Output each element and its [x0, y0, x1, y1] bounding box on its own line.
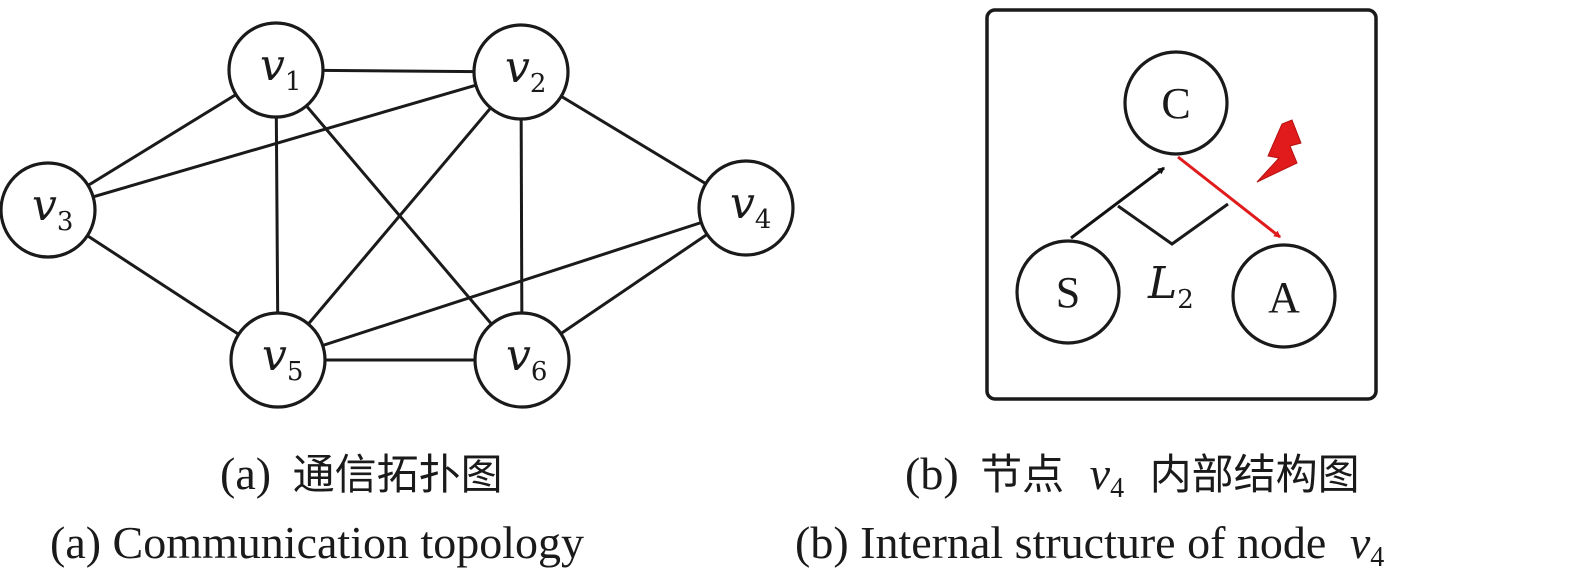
- caption-a-cn: (a) 通信拓扑图: [220, 448, 503, 499]
- edge-v4-v5: [277, 206, 747, 362]
- arrow-s-to-c: [1070, 166, 1165, 240]
- caption-b-cn-prefix: (b): [905, 448, 959, 499]
- node-v5-letter: v: [262, 330, 287, 381]
- caption-b-cn: (b) 节点 v4 内部结构图: [905, 448, 1360, 507]
- caption-b-en-node-sub: 4: [1370, 542, 1384, 573]
- node-v4-letter: v: [730, 178, 755, 229]
- node-a-label: A: [1268, 273, 1300, 322]
- caption-b-en: (b) Internal structure of node v4: [795, 517, 1384, 573]
- caption-a-en: (a) Communication topology: [50, 517, 584, 568]
- node-v5-label: v5: [262, 330, 303, 387]
- node-v1-circle: [227, 21, 325, 119]
- caption-b-cn-node-sub: 4: [1110, 473, 1124, 504]
- caption-b-en-node-letter: v: [1350, 517, 1371, 568]
- node-v3: v3: [0, 161, 97, 259]
- node-s-label: S: [1056, 268, 1080, 317]
- link-label-sub: 2: [1177, 285, 1194, 315]
- edge-v2-v5: [276, 71, 523, 361]
- node-v1-sub: 1: [285, 67, 302, 97]
- caption-b-cn-node-letter: v: [1090, 448, 1111, 499]
- node-v5: v5: [229, 311, 327, 409]
- arrow-c-to-a: [1177, 155, 1281, 239]
- node-v2-letter: v: [505, 42, 530, 93]
- node-v4: v4: [697, 159, 795, 257]
- node-v2-label: v2: [505, 42, 546, 99]
- node-v6-letter: v: [506, 330, 531, 381]
- caption-b-cn-post: 内部结构图: [1150, 450, 1360, 499]
- node-v1: v1: [227, 21, 325, 119]
- node-c-label: C: [1161, 79, 1190, 128]
- node-s: [1015, 239, 1121, 345]
- topology-edges: [47, 68, 747, 362]
- caption-b-cn-pre: 节点: [980, 450, 1064, 499]
- node-v5-circle: [229, 311, 327, 409]
- node-v3-sub: 3: [57, 207, 74, 237]
- caption-a-cn-prefix: (a): [220, 448, 271, 499]
- node-v3-label: v3: [32, 180, 73, 237]
- node-c: [1123, 50, 1229, 156]
- node-v3-circle: [0, 161, 97, 259]
- node-v2-sub: 2: [530, 69, 547, 99]
- node-v5-sub: 5: [287, 357, 304, 387]
- node-v1-letter: v: [260, 40, 285, 91]
- node-a: [1231, 243, 1337, 349]
- internal-structure-diagram: C S A L2: [985, 8, 1378, 401]
- node-v1-label: v1: [260, 40, 301, 97]
- node-v4-label: v4: [730, 178, 771, 235]
- caption-a-cn-text: 通信拓扑图: [293, 450, 503, 499]
- edge-v2-v3: [47, 70, 522, 212]
- lightning-attack-icon: [1256, 119, 1302, 183]
- link-bracket: [1117, 202, 1229, 246]
- link-label-letter: L: [1147, 258, 1177, 309]
- node-v2-circle: [472, 23, 570, 121]
- node-v6-label: v6: [506, 330, 547, 387]
- node-v6: v6: [473, 311, 571, 409]
- node-v6-circle: [473, 311, 571, 409]
- node-v4-sub: 4: [755, 205, 772, 235]
- caption-b-en-text: (b) Internal structure of node: [795, 517, 1326, 568]
- node-v3-letter: v: [32, 180, 57, 231]
- node-v2: v2: [472, 23, 570, 121]
- link-label: L2: [1147, 258, 1194, 315]
- node-v4-circle: [697, 159, 795, 257]
- node-v6-sub: 6: [531, 357, 548, 387]
